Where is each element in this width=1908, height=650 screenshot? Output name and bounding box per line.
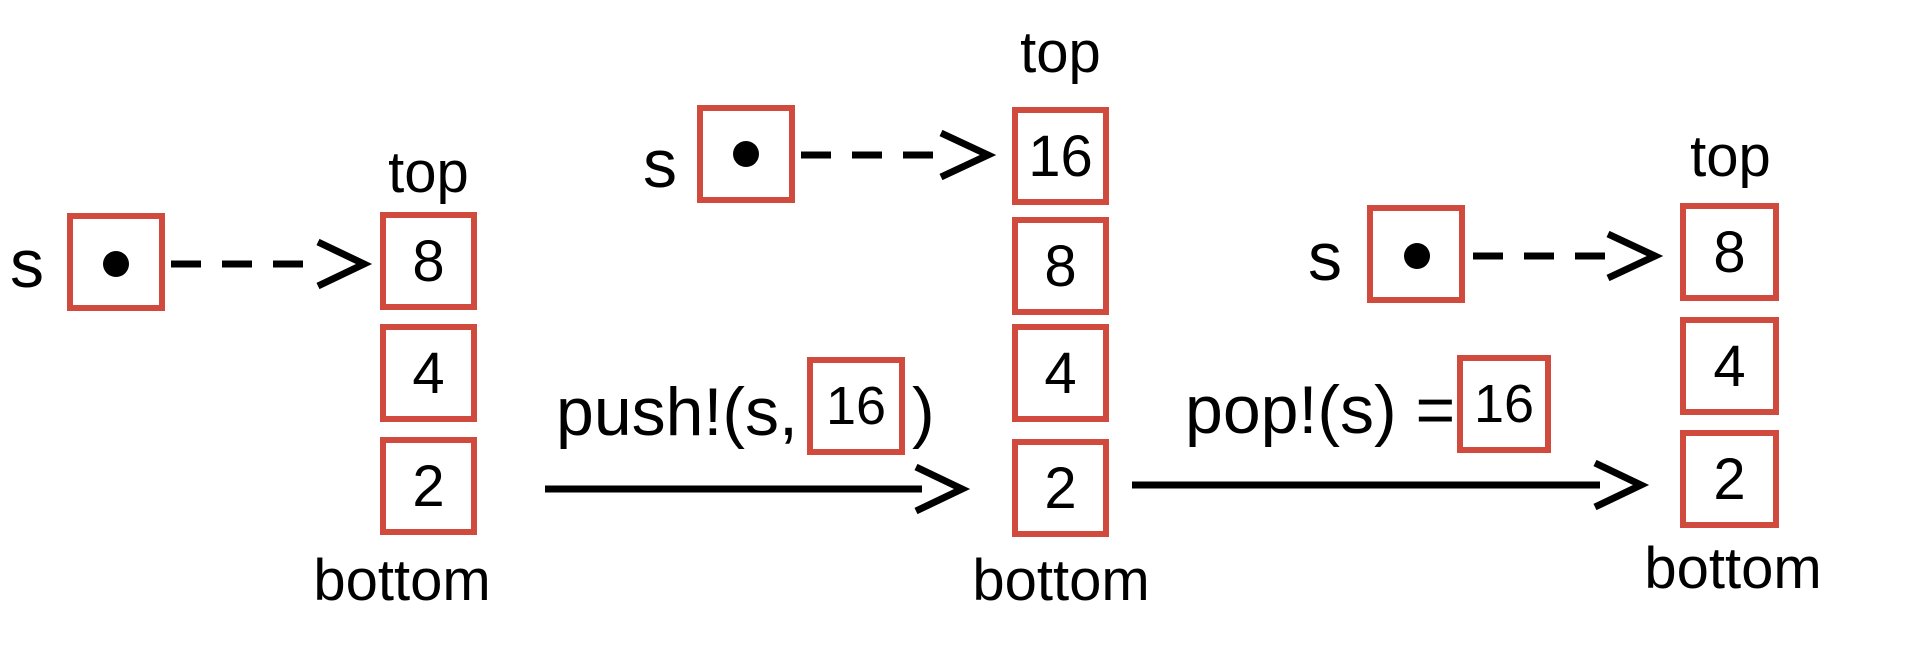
- cell-value: 2: [1713, 446, 1746, 512]
- pointer-dot: [733, 141, 759, 167]
- bottom-label: bottom: [1644, 536, 1822, 601]
- stack-var-label: s: [1308, 219, 1342, 295]
- push-call-text: push!(s,: [556, 374, 798, 450]
- stack-var-label: s: [10, 226, 44, 302]
- pointer-dot: [103, 251, 129, 277]
- stack-cell: 2: [380, 437, 477, 535]
- bottom-label: bottom: [972, 548, 1150, 613]
- push-arg-value: 16: [825, 376, 887, 436]
- stack-cell: 2: [1012, 439, 1109, 537]
- pointer-arrowhead-1: [316, 238, 373, 290]
- top-label: top: [388, 140, 469, 205]
- cell-value: 8: [1044, 233, 1077, 299]
- pop-result-box: 16: [1457, 355, 1551, 453]
- stack-cell: 16: [1012, 107, 1109, 205]
- cell-value: 8: [412, 228, 445, 294]
- pointer-arrowhead-3: [1606, 230, 1664, 282]
- pop-arrowhead: [1593, 459, 1650, 511]
- stack-cell: 8: [380, 212, 477, 310]
- stack-cell: 4: [380, 324, 477, 422]
- cell-value: 4: [1713, 333, 1746, 399]
- cell-value: 4: [1044, 340, 1077, 406]
- pop-call-text: pop!(s) =: [1185, 372, 1456, 448]
- bottom-label: bottom: [313, 548, 491, 613]
- push-arrowhead: [914, 463, 971, 515]
- stack-cell: 2: [1680, 430, 1779, 528]
- stack-cell: 8: [1012, 217, 1109, 315]
- cell-value: 4: [412, 340, 445, 406]
- pointer-dot: [1404, 243, 1430, 269]
- push-arg-box: 16: [807, 357, 905, 455]
- top-label: top: [1690, 124, 1771, 189]
- stack-cell: 4: [1012, 324, 1109, 422]
- stack-cell: 8: [1680, 203, 1779, 301]
- push-close-paren: ): [912, 374, 935, 450]
- cell-value: 2: [412, 453, 445, 519]
- stack-cell: 4: [1680, 317, 1779, 415]
- cell-value: 16: [1028, 123, 1093, 189]
- top-label: top: [1020, 20, 1101, 85]
- cell-value: 2: [1044, 455, 1077, 521]
- pointer-arrowhead-2: [939, 129, 997, 181]
- pointer-box: [697, 105, 795, 203]
- stack-var-label: s: [643, 126, 677, 202]
- pop-result-value: 16: [1473, 374, 1535, 434]
- cell-value: 8: [1713, 219, 1746, 285]
